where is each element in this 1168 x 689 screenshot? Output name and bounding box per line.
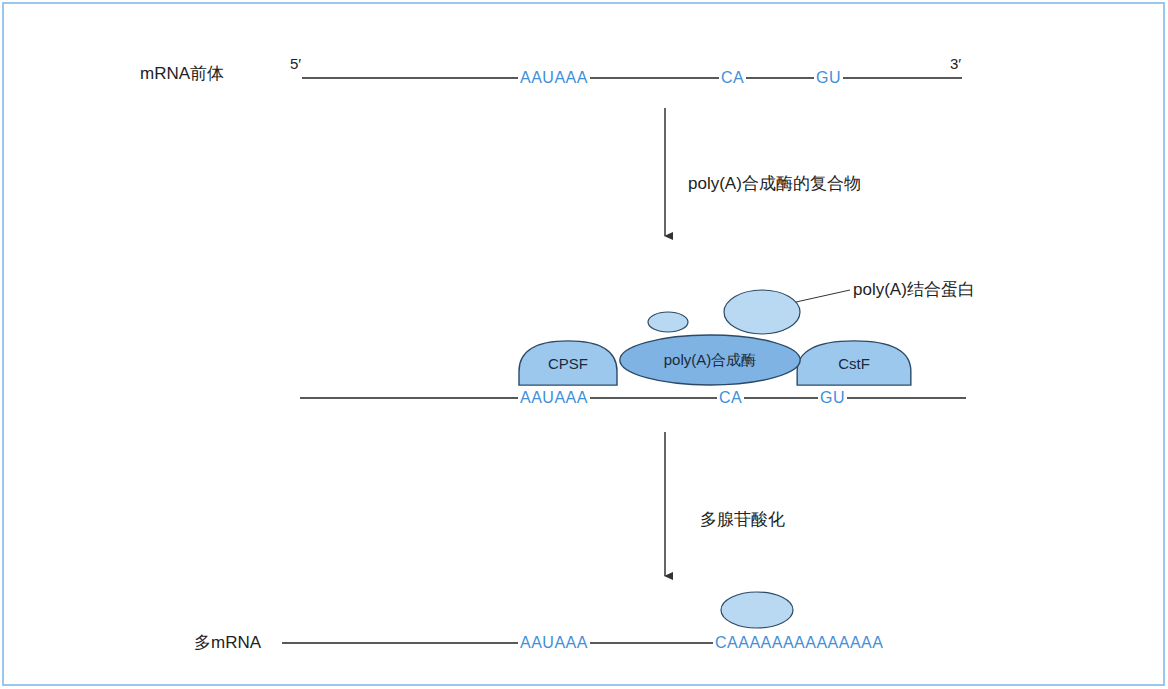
pabp-blob (721, 592, 793, 628)
node-label: CPSF (548, 355, 588, 372)
callout-label: poly(A)结合蛋白 (853, 280, 975, 300)
molecule-label: 多mRNA (194, 633, 261, 653)
frame-border (3, 3, 1164, 685)
step-label: 多腺苷酸化 (700, 510, 785, 530)
sequence-motif: GU (818, 388, 847, 408)
protein-factor: CPSF (518, 340, 618, 386)
end-label: 3′ (950, 54, 961, 74)
node-label: poly(A)合成酶 (664, 351, 757, 370)
process-arrow (664, 432, 666, 576)
dome-shape (797, 341, 911, 385)
protein-blob (648, 312, 688, 332)
sequence-motif: AAUAAA (518, 633, 590, 653)
ellipse-shape (620, 335, 800, 385)
protein-factor: CstF (796, 340, 912, 386)
leader-line (796, 290, 850, 302)
step-label: poly(A)合成酶的复合物 (688, 174, 861, 194)
sequence-motif: CAAAAAAAAAAAAAA (713, 633, 885, 653)
sequence-motif: CA (719, 68, 746, 88)
end-label: 5′ (290, 54, 301, 74)
enzyme-complex: poly(A)合成酶 (618, 334, 802, 386)
rna-strand (282, 642, 715, 644)
rna-strand (302, 77, 962, 79)
sequence-motif: GU (814, 68, 843, 88)
node-label: CstF (838, 355, 870, 372)
dome-shape (519, 341, 617, 385)
pabp-blob (724, 290, 800, 334)
process-arrow (664, 108, 666, 236)
molecule-label: mRNA前体 (140, 64, 224, 84)
sequence-motif: CA (717, 388, 744, 408)
rna-strand (300, 397, 966, 399)
sequence-motif: AAUAAA (518, 388, 590, 408)
sequence-motif: AAUAAA (518, 68, 590, 88)
